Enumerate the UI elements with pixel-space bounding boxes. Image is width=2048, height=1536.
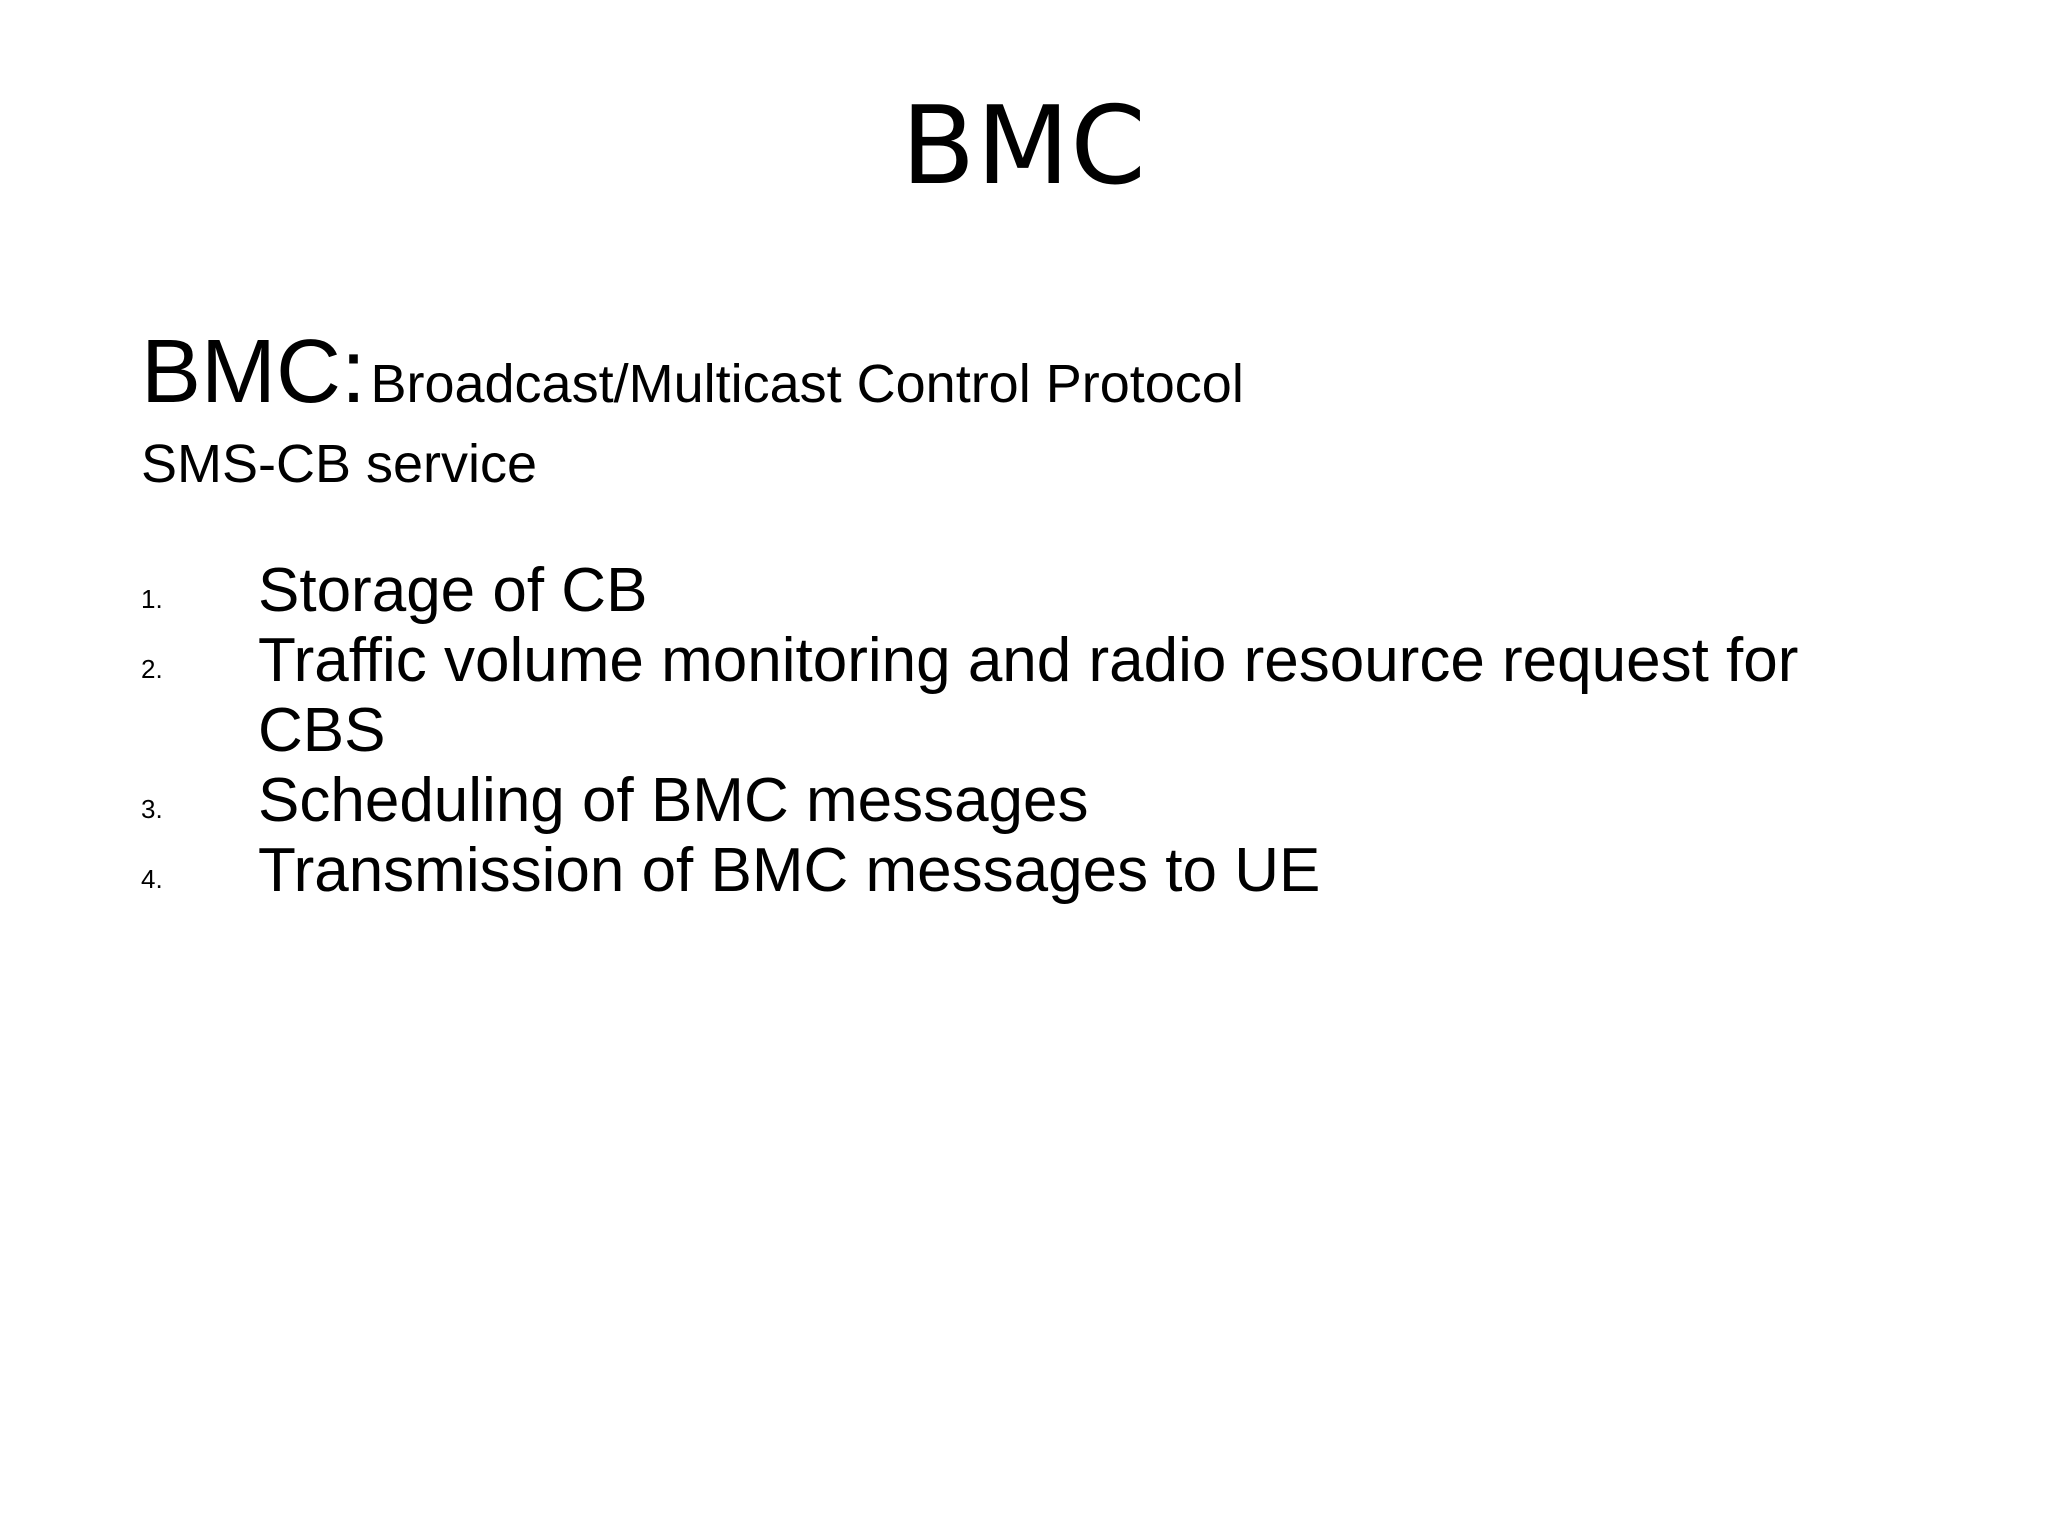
heading-line: BMC: Broadcast/Multicast Control Protoco… [141,322,1244,448]
subheading: SMS-CB service [141,434,538,494]
list-item-text: Traffic volume monitoring and radio reso… [258,626,1799,765]
heading-definition: Broadcast/Multicast Control Protocol [370,354,1244,414]
list-item: 2. Traffic volume monitoring and radio r… [141,626,1941,766]
list-item-number: 3. [141,794,163,824]
list-item-number: 4. [141,864,163,894]
list-item-number: 2. [141,654,163,684]
list-item-text: Transmission of BMC messages to UE [258,836,1321,905]
list-item-text: Storage of CB [258,556,648,625]
slide-title: BMC [901,84,1147,209]
list-item: 4. Transmission of BMC messages to UE [141,836,1941,906]
heading-term: BMC: [141,322,366,422]
numbered-list: 1. Storage of CB 2. Traffic volume monit… [141,556,1941,906]
list-item: 1. Storage of CB [141,556,1941,626]
list-item-text: Scheduling of BMC messages [258,766,1089,835]
list-item: 3. Scheduling of BMC messages [141,766,1941,836]
list-item-number: 1. [141,584,163,614]
